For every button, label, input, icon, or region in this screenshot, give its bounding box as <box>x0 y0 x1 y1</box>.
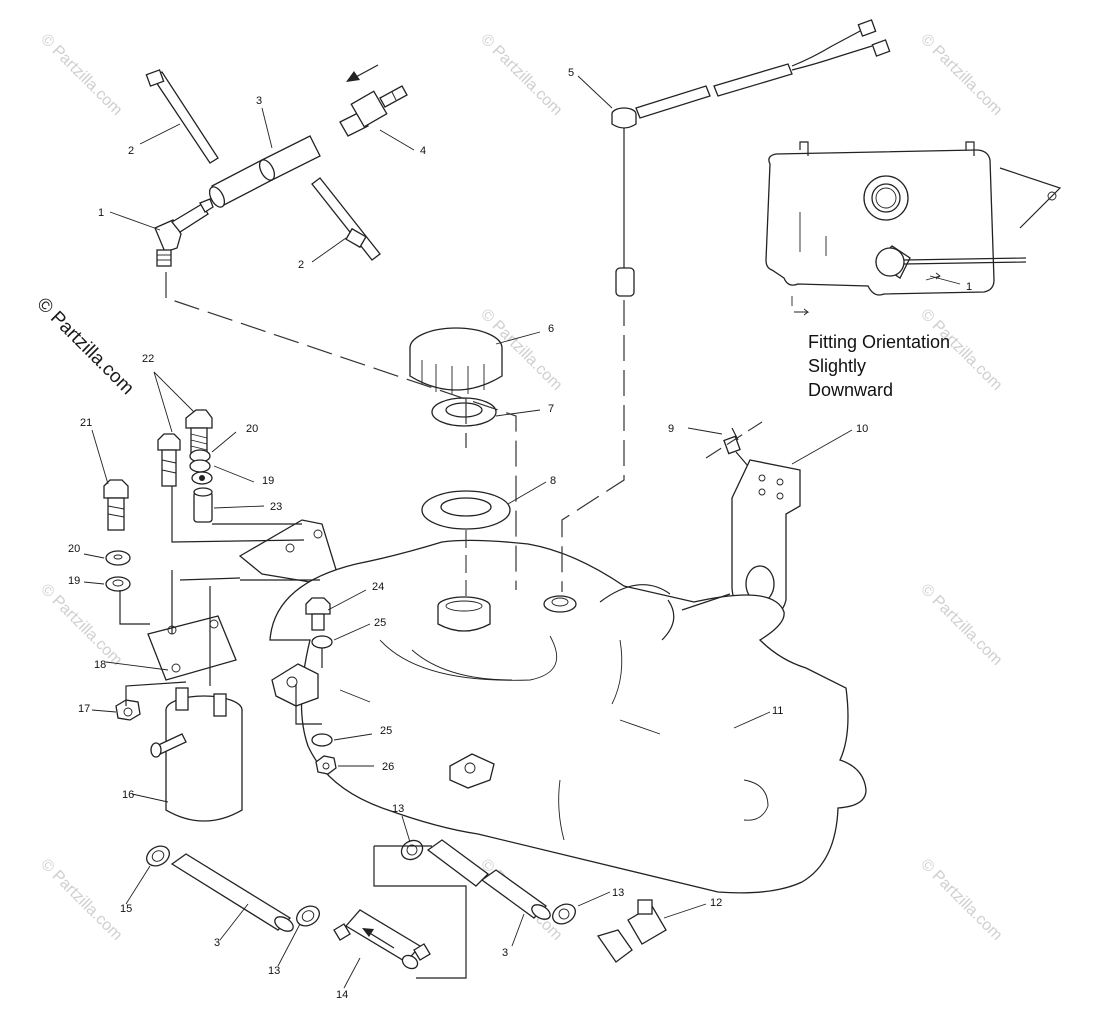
callout-label: 3 <box>502 947 508 959</box>
nut <box>315 755 337 775</box>
leader-lines <box>119 272 763 979</box>
callout-label: 3 <box>256 95 262 107</box>
callout-label: 7 <box>548 403 554 415</box>
callout-label: 18 <box>94 659 106 671</box>
watermark: © Partzilla.com <box>477 31 565 119</box>
callout-label: 14 <box>336 989 348 1001</box>
callout-label: 11 <box>772 705 783 717</box>
hose-clamp <box>296 905 320 927</box>
callout-label: 13 <box>392 803 404 815</box>
hose-clamp <box>552 903 576 925</box>
callout-label: 5 <box>568 67 574 79</box>
inset-note-line: Slightly <box>808 356 866 376</box>
fuel-valve <box>339 85 408 137</box>
callout-label: 19 <box>68 575 80 587</box>
callout-pointers <box>83 75 961 989</box>
washer <box>105 550 131 592</box>
callout-label: 24 <box>372 581 384 593</box>
callout-label: 1 <box>98 207 104 219</box>
inset-note: Fitting Orientation Slightly Downward <box>808 332 950 400</box>
callout-label: 20 <box>68 543 80 555</box>
callout-labels: 1 2 3 4 5 2 1 6 7 8 9 10 22 21 20 19 23 … <box>68 67 972 1001</box>
hose-clamp <box>400 839 424 861</box>
inset-note-line: Downward <box>808 380 893 400</box>
watermark: © Partzilla.com <box>37 856 125 944</box>
hose-clamp-strap <box>311 177 381 261</box>
filler-gasket <box>421 490 511 530</box>
fuel-hose <box>170 853 294 932</box>
callout-label: 20 <box>246 423 258 435</box>
fuel-tank <box>269 539 867 894</box>
callout-label: 25 <box>374 617 386 629</box>
callout-label: 8 <box>550 475 556 487</box>
hose-clamp <box>146 845 170 867</box>
watermark: © Partzilla.com <box>37 581 125 669</box>
nut <box>115 699 141 721</box>
fuel-hose <box>426 839 551 920</box>
spacer <box>193 487 213 523</box>
callout-label: 23 <box>270 501 282 513</box>
callout-label: 4 <box>420 145 426 157</box>
sender-port <box>543 595 577 613</box>
watermark: © Partzilla.com <box>917 856 1005 944</box>
hose-clamp-strap <box>145 69 219 164</box>
fitting-elbow <box>154 198 214 267</box>
fuel-cap <box>409 327 503 394</box>
callout-label: 16 <box>122 789 134 801</box>
callout-label: 13 <box>268 965 280 977</box>
callout-label: 10 <box>856 423 868 435</box>
callout-label: 21 <box>80 417 92 429</box>
callout-label: 17 <box>78 703 90 715</box>
washer <box>189 449 213 485</box>
inset-tank-view <box>765 141 1062 316</box>
tank-outlet-elbow <box>596 899 667 963</box>
callout-label: 2 <box>298 259 304 271</box>
bolt <box>103 479 129 531</box>
callout-label: 6 <box>548 323 554 335</box>
fuel-hose-short <box>208 135 321 208</box>
callout-label: 22 <box>142 353 154 365</box>
watermark: © Partzilla.com <box>37 31 125 119</box>
callout-label: 12 <box>710 897 722 909</box>
callout-label: 19 <box>262 475 274 487</box>
callout-label: 3 <box>214 937 220 949</box>
watermark: © Partzilla.com <box>917 31 1005 119</box>
callout-label: 1 <box>966 281 972 293</box>
filter-bracket <box>147 615 237 681</box>
tank-bracket-plate <box>238 519 339 585</box>
flow-arrow-icon <box>362 928 395 949</box>
bolt <box>305 597 331 631</box>
arrow-icon <box>346 64 379 82</box>
bolt <box>157 433 181 487</box>
watermark-main: © Partzilla.com <box>32 294 137 399</box>
bolt <box>185 409 213 455</box>
callout-label: 15 <box>120 903 132 915</box>
watermark: © Partzilla.com <box>917 581 1005 669</box>
callout-label: 9 <box>668 423 674 435</box>
mounting-bracket <box>731 459 801 619</box>
fuel-filter <box>150 687 243 822</box>
callout-label: 26 <box>382 761 394 773</box>
callout-label: 25 <box>380 725 392 737</box>
inset-note-line: Fitting Orientation <box>808 332 950 352</box>
fuel-gauge-sender <box>611 19 891 297</box>
filler-neck <box>437 596 491 632</box>
inline-fuel-filter <box>333 909 431 970</box>
callout-label: 2 <box>128 145 134 157</box>
cap-gasket <box>431 397 497 427</box>
tank-mount-tabs <box>271 663 495 789</box>
callout-label: 13 <box>612 887 624 899</box>
washer <box>311 635 333 747</box>
